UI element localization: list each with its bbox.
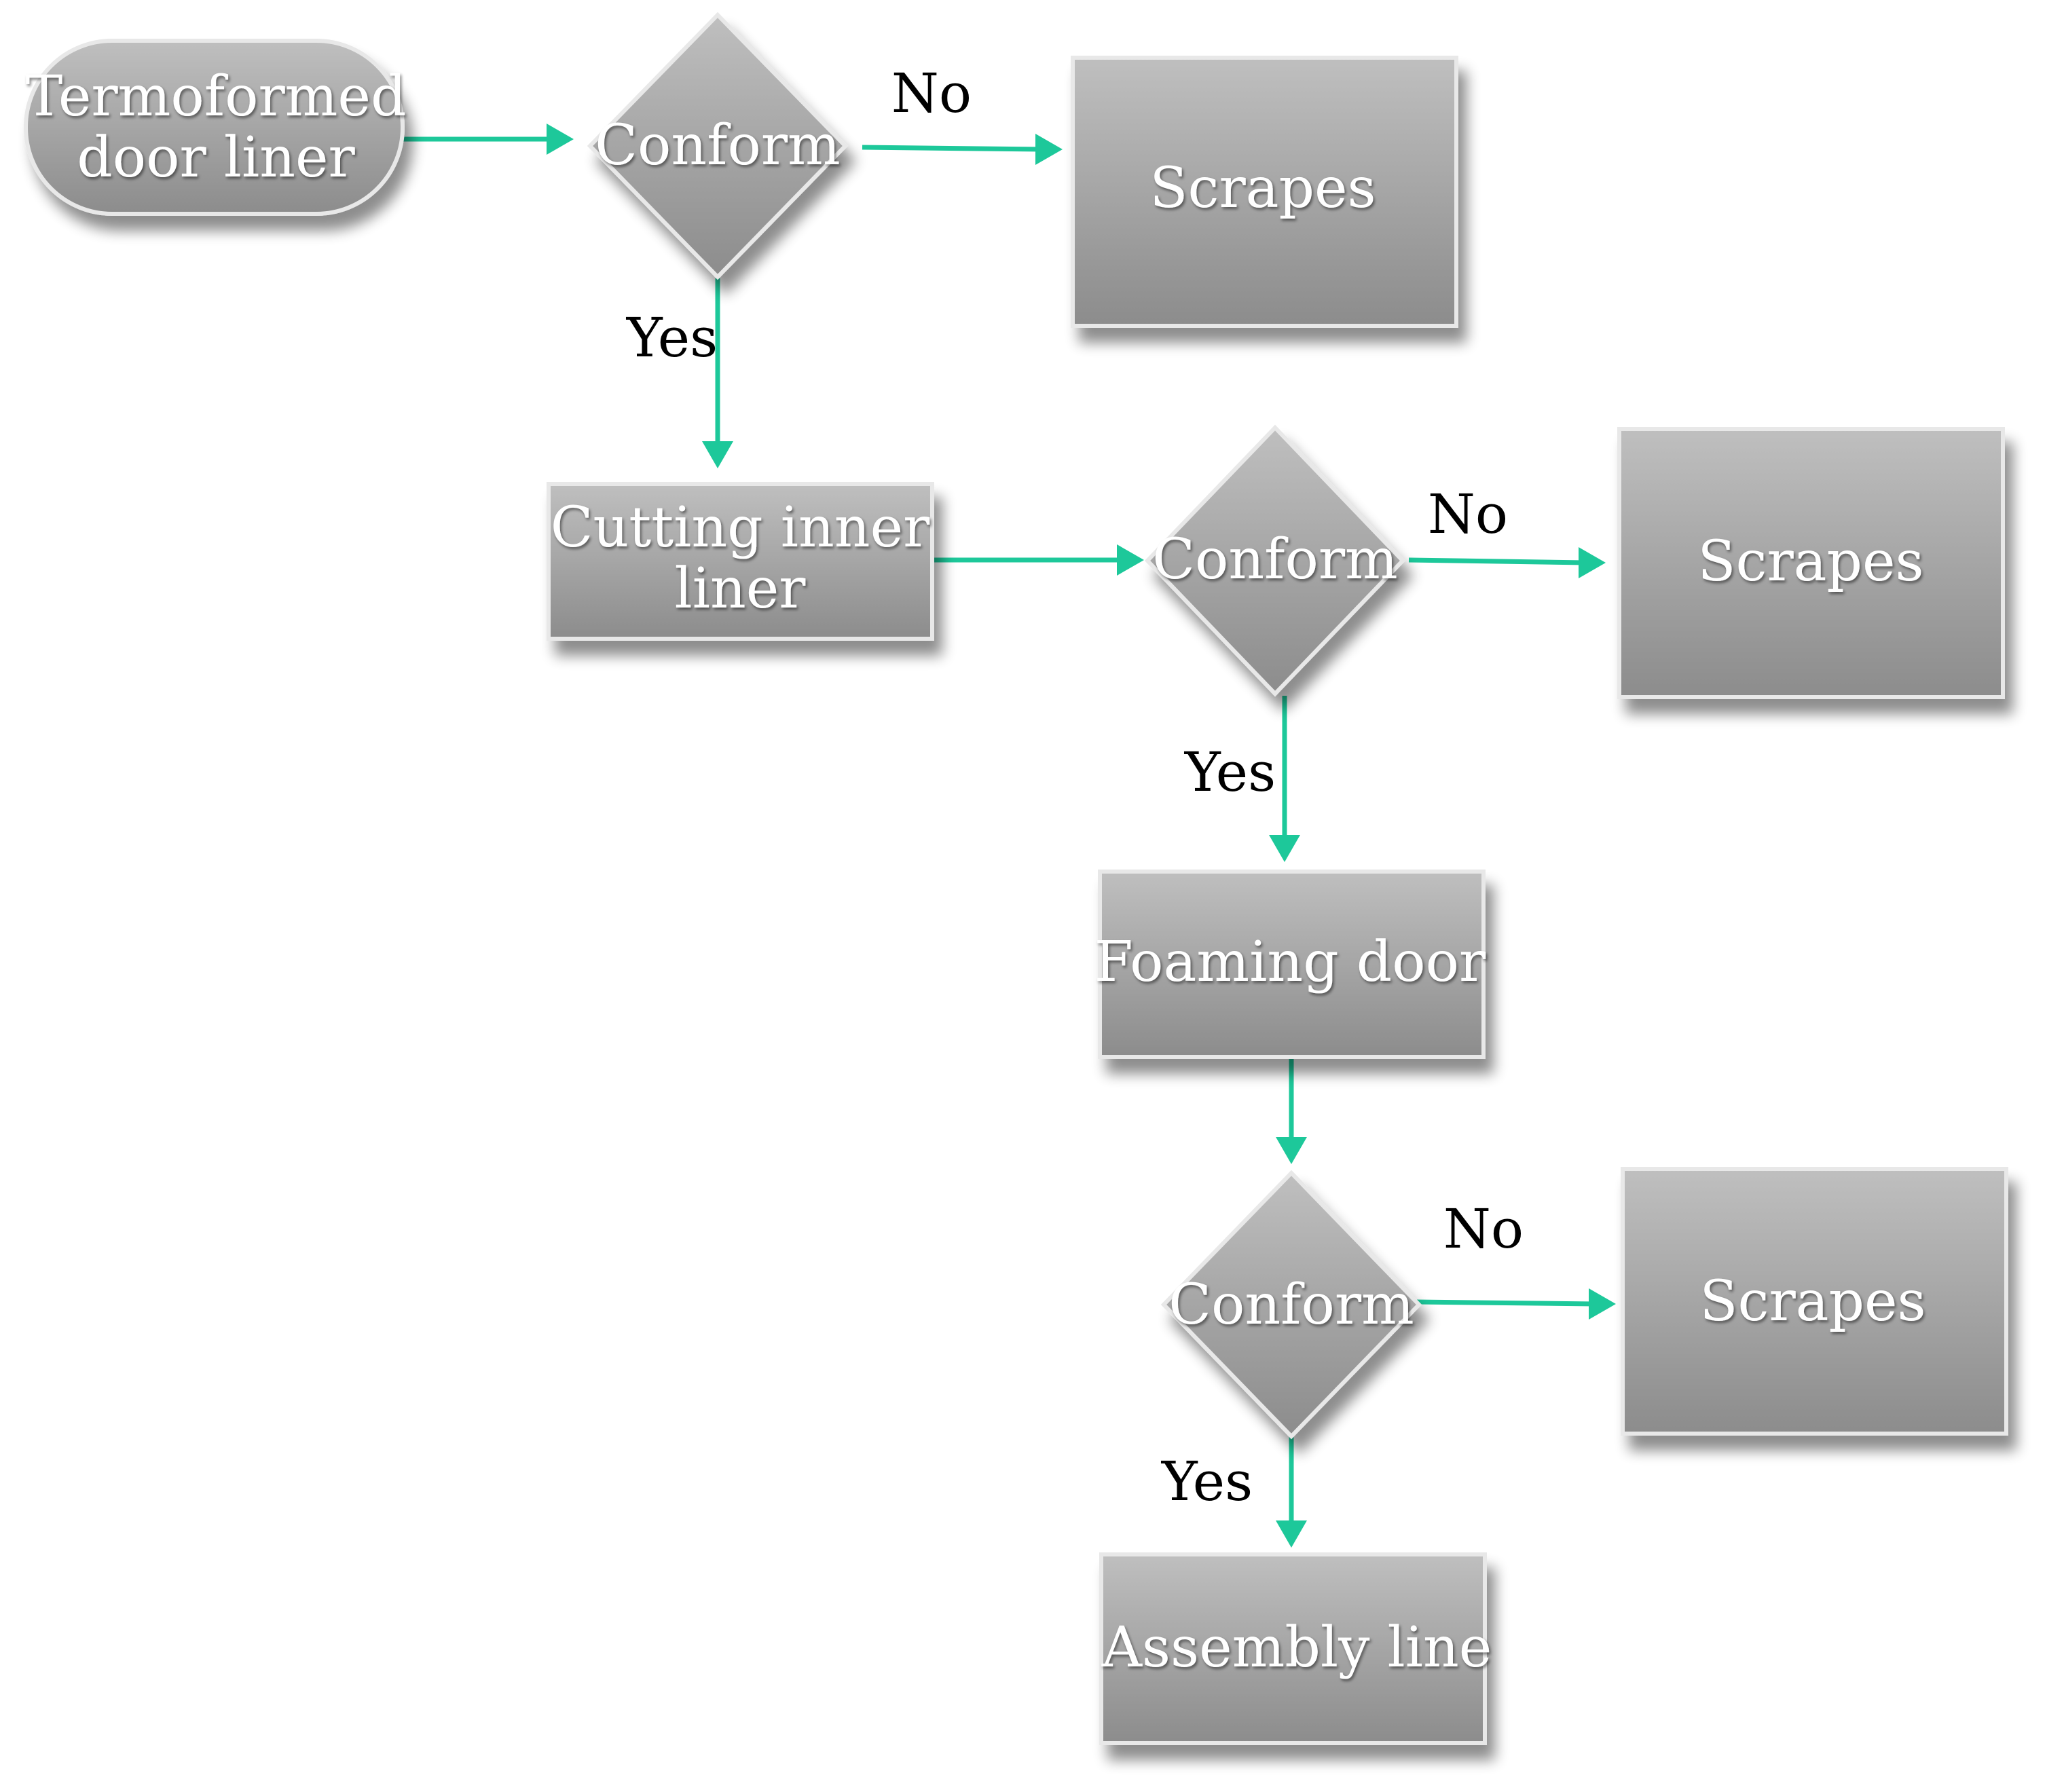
arrowhead-icon <box>1276 1137 1307 1164</box>
conform-2-label: Conform <box>1152 527 1398 592</box>
edge-label-no-2: No <box>1428 483 1508 546</box>
scrapes-2-node <box>1617 427 2005 699</box>
arrowhead-icon <box>1579 547 1606 578</box>
conform-3-label: Conform <box>1168 1273 1414 1337</box>
assembly-line-label: Assembly line <box>1101 1616 1492 1680</box>
scrapes-2-label: Scrapes <box>1697 529 1923 594</box>
start-terminator-node <box>24 39 405 216</box>
arrowhead-icon <box>1117 544 1144 576</box>
arrowhead-icon <box>1589 1288 1616 1320</box>
scrapes-1-node <box>1071 56 1458 328</box>
arrow-conform-2-no <box>1408 557 1586 565</box>
edge-label-no-1: No <box>891 62 972 125</box>
foaming-door-node <box>1098 870 1486 1059</box>
start-node-label-line-1: Termoformed <box>26 64 407 129</box>
conform-decision-3 <box>1160 1170 1422 1440</box>
arrowhead-icon <box>1035 134 1063 165</box>
cutting-inner-liner-node <box>547 482 934 641</box>
arrow-conform-1-no <box>862 145 1043 152</box>
edge-label-yes-1: Yes <box>626 306 718 369</box>
arrowhead-icon <box>1276 1520 1307 1548</box>
arrowhead-icon <box>547 124 574 155</box>
cutting-label-line-2: liner <box>675 557 807 621</box>
start-node-label-line-2: door liner <box>77 126 355 190</box>
conform-decision-2 <box>1144 424 1406 697</box>
foaming-door-label: Foaming door <box>1094 930 1486 994</box>
scrapes-3-node <box>1621 1167 2008 1436</box>
assembly-line-node <box>1099 1552 1487 1745</box>
edge-label-no-3: No <box>1443 1197 1524 1261</box>
scrapes-3-label: Scrapes <box>1699 1269 1925 1334</box>
arrowhead-icon <box>702 441 733 468</box>
edge-label-yes-2: Yes <box>1184 741 1276 804</box>
conform-decision-1 <box>587 12 849 280</box>
edge-label-yes-3: Yes <box>1161 1450 1253 1513</box>
cutting-label-line-1: Cutting inner <box>551 496 930 560</box>
arrowhead-icon <box>1269 835 1300 862</box>
scrapes-1-label: Scrapes <box>1149 156 1376 221</box>
conform-1-label: Conform <box>595 113 841 178</box>
connectors <box>397 124 1616 1548</box>
arrow-conform-3-no <box>1415 1299 1596 1307</box>
